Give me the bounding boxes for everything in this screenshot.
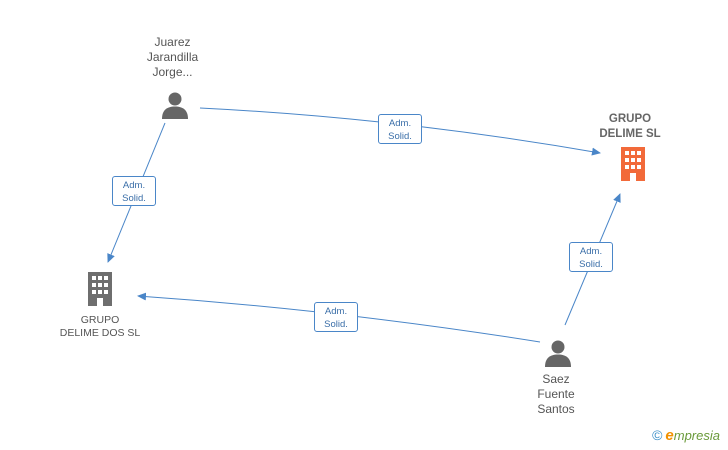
- edge-label-line: Adm.: [122, 180, 146, 191]
- building-icon[interactable]: [618, 147, 648, 181]
- node-label-line: DELIME DOS SL: [59, 327, 141, 339]
- edge-label-juarez-to-delime-dos[interactable]: Adm. Solid.: [112, 176, 156, 206]
- node-label-grupo-delime-dos[interactable]: GRUPO DELIME DOS SL: [45, 314, 155, 340]
- node-label-line: Jarandilla: [146, 50, 199, 64]
- node-label-juarez[interactable]: Juarez Jarandilla Jorge...: [125, 35, 220, 80]
- node-label-saez[interactable]: Saez Fuente Santos: [516, 372, 596, 417]
- edge-label-line: Solid.: [324, 319, 348, 330]
- person-icon[interactable]: [160, 91, 190, 119]
- edge-label-line: Solid.: [122, 193, 146, 204]
- building-icon[interactable]: [85, 272, 115, 306]
- edge-label-saez-to-delime[interactable]: Adm. Solid.: [569, 242, 613, 272]
- node-label-grupo-delime[interactable]: GRUPO DELIME SL: [585, 112, 675, 142]
- person-icon[interactable]: [543, 339, 573, 367]
- empresia-watermark: ©empresia: [652, 427, 720, 444]
- edge-label-juarez-to-delime[interactable]: Adm. Solid.: [378, 114, 422, 144]
- copyright-icon: ©: [652, 427, 663, 443]
- brand-logo-initial: e: [665, 427, 674, 444]
- node-label-line: Santos: [537, 402, 575, 416]
- edge-label-line: Adm.: [324, 306, 348, 317]
- node-label-line: GRUPO: [608, 113, 652, 125]
- node-label-line: DELIME SL: [599, 128, 661, 140]
- edge-label-line: Solid.: [579, 259, 603, 270]
- node-label-line: Fuente: [537, 387, 575, 401]
- node-label-line: Saez: [542, 372, 570, 386]
- edge-label-line: Adm.: [579, 246, 603, 257]
- node-label-line: GRUPO: [80, 314, 120, 326]
- edge-label-saez-to-delime-dos[interactable]: Adm. Solid.: [314, 302, 358, 332]
- node-label-line: Juarez: [154, 35, 191, 49]
- edge-label-line: Solid.: [388, 131, 412, 142]
- brand-logo-text: mpresia: [673, 428, 720, 443]
- edge-label-line: Adm.: [388, 118, 412, 129]
- node-label-line: Jorge...: [152, 65, 193, 79]
